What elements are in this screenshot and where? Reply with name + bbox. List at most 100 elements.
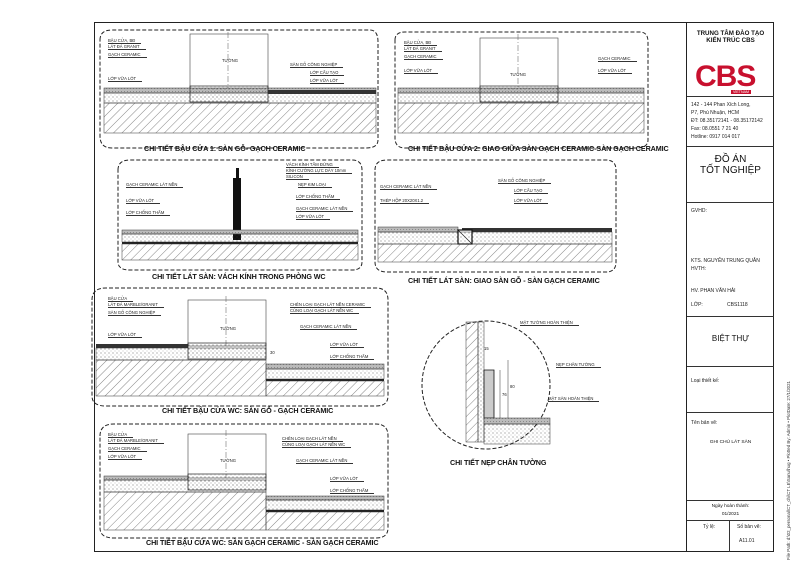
address-line-1: 142 - 144 Phan Xích Long, xyxy=(691,102,751,108)
building-name: BIỆT THỰ xyxy=(711,334,750,343)
scale-label: Tỷ lệ: xyxy=(703,524,716,530)
caption-detail-1: CHI TIẾT BẬU CỬA 1: SÀN GỖ- GẠCH CERAMIC xyxy=(144,144,306,153)
d3-label: SILICON xyxy=(286,174,309,180)
caption-detail-3: CHI TIẾT LÁT SÀN: VÁCH KÍNH TRONG PHÒNG … xyxy=(152,272,326,281)
detail-3 xyxy=(117,159,363,271)
d7-label: LỚP VỮA LÓT xyxy=(108,454,143,460)
org-line-2: KIẾN TRÚC CBS xyxy=(706,37,755,44)
d3-label: GẠCH CERAMIC LÁT NỀN xyxy=(126,182,184,188)
hvth-label: HVTH: xyxy=(691,266,706,272)
project-line-1: ĐỒ ÁN xyxy=(714,154,747,165)
date-value: 01/2021 xyxy=(721,512,740,517)
gvhd-name: KTS. NGUYỄN TRUNG QUÂN xyxy=(691,258,760,264)
d4-label: LỚP VỮA LÓT xyxy=(514,198,549,204)
d7-label: CHÊN LOẠI GẠCH LÁT NỀN xyxy=(282,436,343,442)
detail-5 xyxy=(91,287,389,407)
d6-dimension: 15 xyxy=(484,346,489,351)
d1-label: SÀN GỖ CÔNG NGHIỆP xyxy=(290,62,344,68)
d2-label: LỚP VỮA LÓT xyxy=(598,68,633,74)
d3-label: KÍNH CƯỜNG LỰC DÀY 10mm xyxy=(286,168,353,174)
d3-label: GẠCH CERAMIC LÁT NỀN xyxy=(296,206,354,212)
d1-label: LÁT ĐÁ GRANIT xyxy=(108,44,146,50)
d1-label: LỚP VỮA LÓT xyxy=(310,78,345,84)
d3-label: LỚP VỮA LÓT xyxy=(126,198,161,204)
org-line-1: TRUNG TÂM ĐÀO TẠO xyxy=(696,30,765,37)
fax: Fax: 08.0551 7 21 40 xyxy=(691,126,739,132)
d5-label: LỚP CHỐNG THẤM xyxy=(330,354,375,360)
detail-1 xyxy=(99,29,379,149)
d7-label: CÙNG LOẠI GẠCH LÁT NỀN WC xyxy=(282,442,352,448)
address-line-2: P7, Phú Nhuận, HCM xyxy=(691,110,740,116)
d7-label: GẠCH CERAMIC LÁT NỀN xyxy=(296,458,354,464)
caption-detail-5: CHI TIẾT BẬU CỬA WC: SÀN GỖ - GẠCH CERAM… xyxy=(162,406,334,415)
d5-label: GẠCH CERAMIC LÁT NỀN xyxy=(300,324,358,330)
d3-label: LỚP VỮA LÓT xyxy=(296,214,331,220)
caption-detail-6: CHI TIẾT NẸP CHÂN TƯỜNG xyxy=(450,458,547,467)
d1-label: LỚP CẤU TẠO xyxy=(310,70,345,76)
d4-label: GẠCH CERAMIC LÁT NỀN xyxy=(380,184,438,190)
sheet-border xyxy=(94,22,774,552)
d5-label: CHÊN LOẠI GẠCH LÁT NỀN CERAMIC xyxy=(290,302,372,308)
student-name: HV. PHAN VĂN HẢI xyxy=(691,288,736,294)
d6-label: MẶT SÀN HOÀN THIỆN xyxy=(548,396,600,402)
d2-label: BẬU CỬA, BĐ xyxy=(404,40,438,46)
d7-label: LỚP CHỐNG THẤM xyxy=(330,488,375,494)
d4-label: SÀN GỖ CÔNG NGHIỆP xyxy=(498,178,552,184)
cbs-logo: CBS VIETNAM xyxy=(695,62,767,94)
logo-sub: VIETNAM xyxy=(731,90,751,94)
caption-detail-2: CHI TIẾT BẬU CỬA 2: GIAO GIỮA SÀN GẠCH C… xyxy=(408,144,669,153)
d2-label: GẠCH CERAMIC xyxy=(598,56,637,62)
d3-label: LỚP CHỐNG THẤM xyxy=(296,194,341,200)
d3-label: LỚP CHỐNG THẤM xyxy=(126,210,171,216)
d5-dimension: 30 xyxy=(270,350,275,355)
d4-label: THÉP HỘP 20X20X1.2 xyxy=(380,198,430,204)
detail-6 xyxy=(421,320,551,450)
d1-label: GẠCH CERAMIC xyxy=(108,52,147,58)
sheet-name: GHI CHÚ LÁT SÀN xyxy=(709,440,752,445)
logo-text: CBS xyxy=(695,60,756,93)
d5-wall-label: TƯỜNG xyxy=(220,326,237,331)
d6-dimension: 80 xyxy=(510,384,515,389)
d5-label: LỚP VỮA LÓT xyxy=(330,342,365,348)
d7-wall-label: TƯỜNG xyxy=(220,458,237,463)
d2-label: LÁT ĐÁ GRANIT xyxy=(404,46,442,52)
hotline: Hotline: 0917 014 017 xyxy=(691,134,740,140)
detail-4 xyxy=(374,159,617,273)
d7-label: LÁT ĐÁ MARBLE/GRANIT xyxy=(108,438,164,444)
title-divider xyxy=(729,520,730,552)
d1-label: LỚP VỮA LÓT xyxy=(108,76,143,82)
d6-dimension: 76 xyxy=(502,392,507,397)
detail-7 xyxy=(99,423,389,539)
project-title: ĐỒ ÁN TỐT NGHIỆP xyxy=(687,154,774,176)
d5-label: SÀN GỖ CÔNG NGHIỆP xyxy=(108,310,162,316)
d2-label: GẠCH CERAMIC xyxy=(404,54,443,60)
org-name: TRUNG TÂM ĐÀO TẠO KIẾN TRÚC CBS xyxy=(687,30,774,44)
d1-label: BẬU CỬA, BĐ xyxy=(108,38,142,44)
caption-detail-4: CHI TIẾT LÁT SÀN: GIAO SÀN GỖ - SÀN GẠCH… xyxy=(408,276,600,285)
detail-2 xyxy=(394,31,649,149)
gvhd-label: GVHD: xyxy=(691,208,707,214)
plot-info: File Path: d:\02_personal\CT_chi\CT LE\S… xyxy=(786,381,791,560)
d4-label: LỚP CẤU TẠO xyxy=(514,188,549,194)
phone: ĐT: 08.35172141 - 08.35172142 xyxy=(691,118,763,124)
d3-label: NẸP KIM LOẠI xyxy=(298,182,332,188)
caption-detail-7: CHI TIẾT BẬU CỬA WC: SÀN GẠCH CERAMIC - … xyxy=(146,538,379,547)
sheet-number-label: Số bản vẽ: xyxy=(737,524,761,530)
sheet-name-label: Tên bản vẽ: xyxy=(691,420,718,426)
date-label: Ngày hoàn thành: xyxy=(711,504,750,509)
d2-wall-label: TƯỜNG xyxy=(510,72,527,77)
d1-wall-label: TƯỜNG xyxy=(222,58,239,63)
d6-label: MẶT TƯỜNG HOÀN THIỆN xyxy=(520,320,579,326)
d7-label: BẬU CỬA xyxy=(108,432,134,438)
d5-label: BẬU CỬA xyxy=(108,296,134,302)
d3-label: VÁCH KÍNH TẮM ĐỨNG xyxy=(286,162,339,168)
d7-label: LỚP VỮA LÓT xyxy=(330,476,365,482)
d2-label: LỚP VỮA LÓT xyxy=(404,68,439,74)
sheet-number: A11.01 xyxy=(739,538,755,544)
title-block: TRUNG TÂM ĐÀO TẠO KIẾN TRÚC CBS CBS VIET… xyxy=(686,22,774,552)
d5-label: CÙNG LOẠI GẠCH LÁT NỀN WC xyxy=(290,308,360,314)
d5-label: LÁT ĐÁ MARBLE/GRANIT xyxy=(108,302,164,308)
d5-label: LỚP VỮA LÓT xyxy=(108,332,143,338)
